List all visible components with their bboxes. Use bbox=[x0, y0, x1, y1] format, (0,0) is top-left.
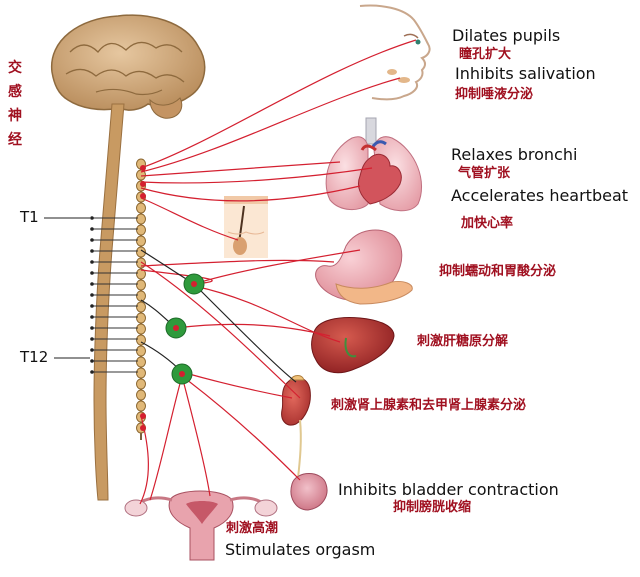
chain-bead bbox=[136, 356, 146, 368]
chain-bead bbox=[136, 246, 146, 258]
nerve-fibers bbox=[139, 39, 417, 505]
branch-dot bbox=[90, 326, 94, 330]
brain-icon bbox=[51, 14, 206, 119]
nerve-fiber bbox=[149, 375, 183, 501]
spinal-cord bbox=[93, 103, 125, 501]
bladder-icon bbox=[290, 473, 328, 511]
pupils-label-en: Dilates pupils bbox=[452, 26, 561, 45]
branch-dot bbox=[90, 216, 94, 220]
chain-bead bbox=[136, 345, 146, 357]
kidney-icon bbox=[281, 375, 311, 479]
orgasm-label-en: Stimulates orgasm bbox=[225, 540, 376, 559]
branch-dot bbox=[90, 293, 94, 297]
nerve-fiber bbox=[193, 285, 341, 343]
nerve-fiber bbox=[140, 77, 401, 173]
ganglia bbox=[165, 273, 205, 385]
t1-label: T1 bbox=[20, 208, 39, 226]
bladder-label-en: Inhibits bladder contraction bbox=[338, 480, 559, 499]
t12-label: T12 bbox=[20, 348, 49, 366]
orgasm-label-zh: 刺激高潮 bbox=[226, 521, 279, 536]
bronchi-label-en: Relaxes bronchi bbox=[451, 145, 578, 164]
chain-bead bbox=[136, 400, 146, 412]
chain-bead bbox=[136, 323, 146, 335]
synapse-dot bbox=[140, 165, 146, 171]
heart-label-zh: 加快心率 bbox=[461, 216, 514, 231]
chain-bead bbox=[136, 279, 146, 291]
nerve-fiber bbox=[140, 259, 335, 267]
branch-dot bbox=[90, 238, 94, 242]
synapse-dot bbox=[140, 413, 146, 419]
branch-dot bbox=[90, 359, 94, 363]
chain-bead bbox=[136, 378, 146, 390]
ganglion-synapse bbox=[173, 325, 179, 331]
synapse-dot bbox=[140, 193, 146, 199]
nerve-fiber bbox=[140, 185, 361, 202]
face-icon bbox=[359, 4, 431, 101]
chain-bead bbox=[136, 235, 146, 247]
branch-dot bbox=[90, 227, 94, 231]
nerve-fiber bbox=[181, 371, 293, 399]
branch-dot bbox=[90, 304, 94, 308]
branch-dot bbox=[90, 370, 94, 374]
chain-bead bbox=[136, 301, 146, 313]
chain-bead bbox=[136, 290, 146, 302]
heart-label-en: Accelerates heartbeat bbox=[451, 186, 629, 205]
chain-bead bbox=[136, 367, 146, 379]
liver-label-zh: 刺激肝糖原分解 bbox=[417, 334, 509, 349]
pupils-label-zh: 瞳孔扩大 bbox=[459, 47, 512, 62]
nerve-fiber bbox=[140, 39, 417, 169]
stomach-label-zh: 抑制蠕动和胃酸分泌 bbox=[439, 264, 557, 279]
uterus-icon bbox=[124, 490, 278, 561]
chain-bead bbox=[136, 389, 146, 401]
synapse-dot bbox=[140, 181, 146, 187]
chain-bead bbox=[136, 268, 146, 280]
bronchi-label-zh: 气管扩张 bbox=[458, 166, 511, 181]
branch-dot bbox=[90, 249, 94, 253]
branch-dot bbox=[90, 315, 94, 319]
nerve-fiber bbox=[140, 269, 213, 285]
branch-dot bbox=[90, 348, 94, 352]
chain-bead bbox=[136, 312, 146, 324]
adrenal-label-zh: 刺激肾上腺素和去甲肾上腺素分泌 bbox=[331, 398, 527, 413]
heart-icon bbox=[357, 140, 402, 205]
chain-bead bbox=[136, 334, 146, 346]
nerve-fiber bbox=[175, 323, 331, 337]
branch-dot bbox=[90, 260, 94, 264]
chain-bead bbox=[136, 257, 146, 269]
bladder-label-zh: 抑制膀胱收缩 bbox=[393, 500, 472, 515]
salivation-label-en: Inhibits salivation bbox=[455, 64, 596, 83]
ganglion-synapse bbox=[191, 281, 197, 287]
nerve-fiber bbox=[140, 261, 301, 399]
branch-dot bbox=[90, 337, 94, 341]
nerve-fiber bbox=[181, 375, 211, 497]
skin-icon bbox=[224, 196, 268, 258]
chain-bead bbox=[136, 213, 146, 225]
nerve-fiber bbox=[140, 161, 341, 177]
chain-bead bbox=[136, 202, 146, 214]
nerve-fiber bbox=[193, 249, 361, 285]
ganglion-synapse bbox=[179, 371, 185, 377]
liver-icon bbox=[311, 317, 395, 374]
chain-bead bbox=[136, 224, 146, 236]
synapse-dot bbox=[140, 425, 146, 431]
preganglionic-fiber bbox=[193, 283, 297, 383]
salivation-label-zh: 抑制唾液分泌 bbox=[455, 87, 534, 102]
stomach-icon bbox=[315, 229, 413, 305]
nerve-fiber bbox=[140, 197, 239, 241]
nerve-fiber bbox=[181, 375, 301, 481]
nerve-fiber bbox=[140, 167, 373, 184]
vertical-title: 交感神经 bbox=[8, 60, 22, 148]
branch-dot bbox=[90, 271, 94, 275]
branch-dot bbox=[90, 282, 94, 286]
